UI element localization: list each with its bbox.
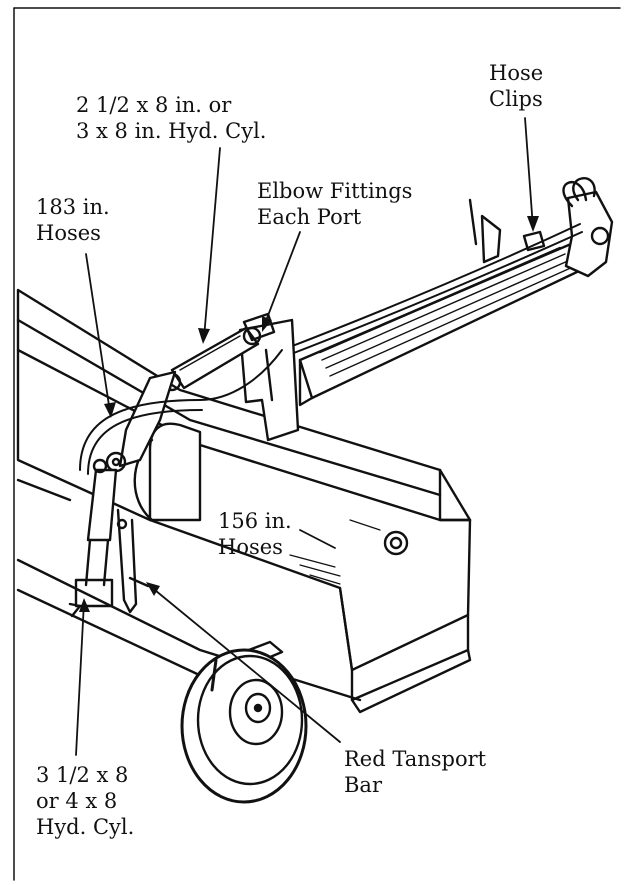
transport-wheel — [180, 640, 308, 804]
leader-small-cyl — [203, 147, 221, 339]
label-hose-clips: Hose Clips — [489, 61, 544, 111]
leader-156-hoses-a — [299, 529, 336, 549]
mast-bracket — [238, 318, 300, 442]
leader-183-hoses — [85, 253, 111, 413]
hood-box — [16, 288, 472, 714]
label-156-hoses: 156 in. Hoses — [218, 509, 292, 559]
leader-hose-clips — [524, 117, 534, 229]
leader-transport — [149, 585, 341, 743]
lift-arm — [105, 370, 177, 473]
label-transport-bar: Red Tansport Bar — [344, 747, 487, 797]
arrowheads — [79, 216, 539, 612]
transport-bar — [116, 508, 150, 614]
hoses-along-tongue — [281, 223, 583, 357]
front-hoses — [79, 349, 283, 475]
label-183-hoses: 183 in. Hoses — [36, 195, 110, 245]
leader-large-cyl — [75, 601, 85, 756]
leader-lines — [75, 117, 534, 756]
leader-elbow — [263, 231, 301, 327]
tongue-beam — [298, 177, 614, 407]
large-hyd-cylinder — [68, 458, 118, 618]
label-elbow-fittings: Elbow Fittings Each Port — [257, 179, 413, 229]
label-large-hyd-cyl: 3 1/2 x 8 or 4 x 8 Hyd. Cyl. — [36, 763, 135, 839]
label-small-hyd-cyl: 2 1/2 x 8 in. or 3 x 8 in. Hyd. Cyl. — [76, 93, 267, 143]
